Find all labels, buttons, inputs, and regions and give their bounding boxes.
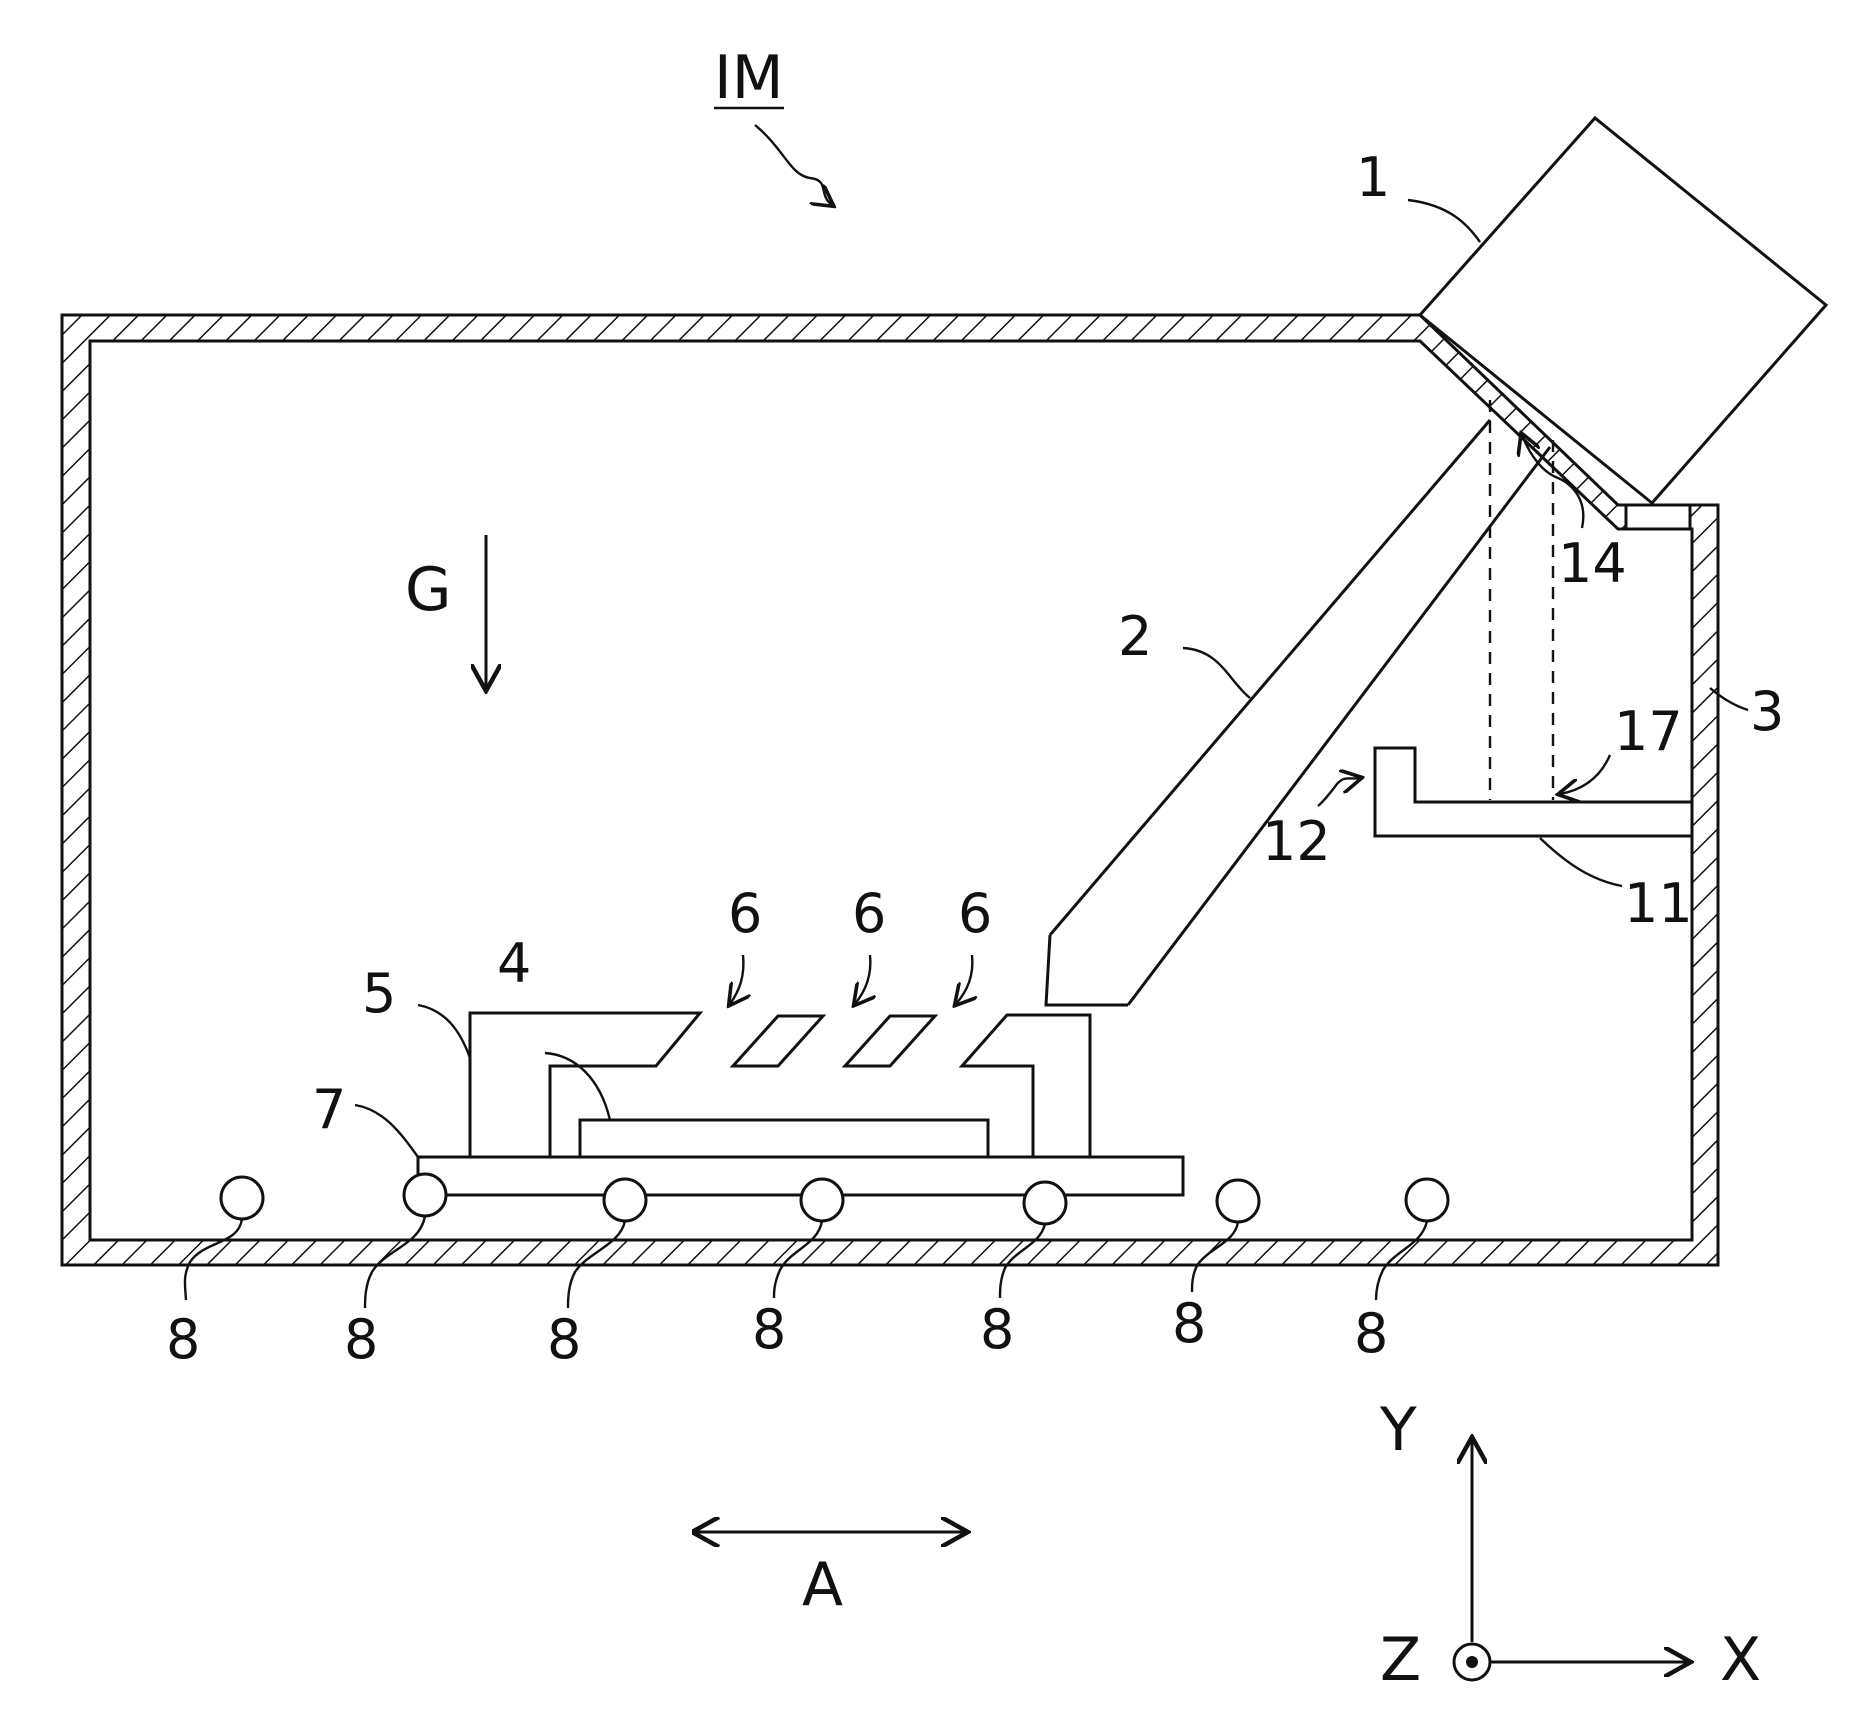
roller-label: 8 xyxy=(344,1308,378,1371)
leader-2 xyxy=(1183,648,1250,698)
bar-6-b xyxy=(845,1016,935,1066)
callout-2: 2 xyxy=(1118,605,1152,668)
callout-12: 12 xyxy=(1262,810,1331,873)
leader-17 xyxy=(1560,755,1610,794)
leader-1 xyxy=(1408,200,1480,242)
roller xyxy=(221,1177,263,1219)
callout-1: 1 xyxy=(1356,146,1390,209)
housing-notch xyxy=(1626,505,1690,529)
leader-6c xyxy=(956,955,972,1004)
callout-6a: 6 xyxy=(728,882,762,945)
gravity-label: G xyxy=(405,555,452,625)
callout-6c: 6 xyxy=(958,882,992,945)
callout-4: 4 xyxy=(497,932,531,995)
callout-3: 3 xyxy=(1750,680,1784,743)
axis-x-label: X xyxy=(1720,1625,1761,1695)
roller xyxy=(1024,1182,1066,1224)
leader-11 xyxy=(1540,838,1622,886)
axis-y-label: Y xyxy=(1379,1395,1417,1465)
callout-17: 17 xyxy=(1614,700,1683,763)
roller xyxy=(1406,1179,1448,1221)
leader-5 xyxy=(418,1005,470,1058)
roller-label: 8 xyxy=(980,1298,1014,1361)
bar-6-a xyxy=(733,1016,823,1066)
callout-11: 11 xyxy=(1624,872,1693,935)
callout-7: 7 xyxy=(312,1078,346,1141)
roller xyxy=(604,1179,646,1221)
axis-z-label: Z xyxy=(1380,1625,1421,1695)
base-plate-7 xyxy=(418,1157,1183,1195)
unit-1-box xyxy=(1420,118,1826,503)
leader-7 xyxy=(355,1105,418,1157)
z-axis-dot xyxy=(1466,1656,1478,1668)
callout-5: 5 xyxy=(362,962,396,1025)
roller xyxy=(801,1179,843,1221)
leader-im xyxy=(755,125,832,205)
roller-label: 8 xyxy=(1354,1302,1388,1365)
leader-12 xyxy=(1318,778,1360,806)
roller-label: 8 xyxy=(752,1298,786,1361)
inclined-member-lower-edge xyxy=(1128,447,1550,1005)
roller-label: 8 xyxy=(1172,1292,1206,1355)
leader-6b xyxy=(855,955,870,1004)
leader-6a xyxy=(730,955,743,1004)
roller xyxy=(1217,1180,1259,1222)
roller xyxy=(404,1174,446,1216)
roller-label: 8 xyxy=(166,1308,200,1371)
callout-14: 14 xyxy=(1558,532,1627,595)
device-label: IM xyxy=(714,43,783,113)
callout-6b: 6 xyxy=(852,882,886,945)
direction-label: A xyxy=(802,1550,843,1620)
substrate-4 xyxy=(580,1120,988,1157)
roller-label: 8 xyxy=(547,1308,581,1371)
inclined-member-tip xyxy=(1046,935,1128,1005)
